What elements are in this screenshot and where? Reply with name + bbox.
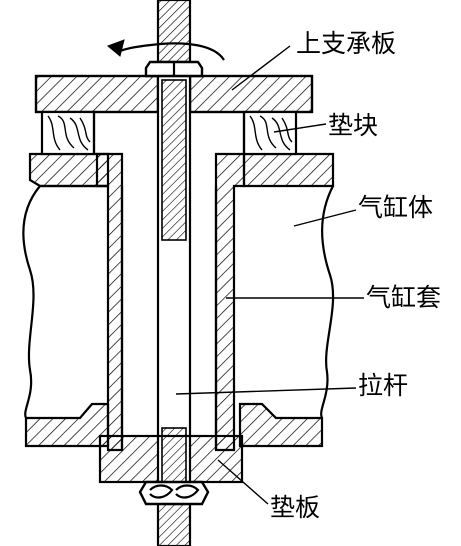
- label-pull-rod: 拉杆: [358, 371, 408, 400]
- pull-rod: [156, 0, 192, 546]
- cylinder-body-right-bottom-flange: [238, 402, 324, 448]
- cylinder-body-left-outline: [22, 185, 41, 419]
- label-cylinder-liner: 气缸套: [366, 283, 441, 312]
- label-upper-support-plate: 上支承板: [296, 29, 396, 58]
- upper-support-plate-right: [188, 74, 314, 114]
- leader-upper-support-plate: [231, 45, 291, 91]
- leader-backing-plate: [217, 459, 269, 505]
- label-backing-plate: 垫板: [270, 493, 320, 522]
- pull-rod-top-thread: [156, 0, 192, 64]
- leader-spacer-block: [273, 123, 327, 133]
- spacer-blocks: [40, 110, 298, 156]
- rotation-arrow-icon: [107, 39, 225, 61]
- labels: 上支承板 垫块 气缸体 气缸套 拉杆 垫板: [270, 29, 441, 522]
- label-spacer-block: 垫块: [328, 111, 378, 140]
- bottom-nut: [138, 480, 210, 506]
- cylinder-body-left-bottom-flange: [24, 402, 110, 448]
- upper-support-plate-left: [34, 74, 160, 114]
- cylinder-body-right-top-flange: [242, 152, 335, 188]
- pull-rod-upper-thread: [161, 79, 187, 241]
- upper-support-plate: [34, 74, 314, 114]
- cylinder-liner: [95, 152, 246, 452]
- leader-lines: [175, 45, 364, 505]
- label-cylinder-body: 气缸体: [358, 193, 433, 222]
- nuts: [138, 60, 210, 506]
- leader-pull-rod: [175, 387, 357, 395]
- pull-rod-lower-thread: [161, 427, 187, 489]
- cylinder-body-right-outline: [320, 185, 335, 419]
- backing-plate-left: [98, 434, 160, 484]
- leader-cylinder-body: [293, 209, 357, 227]
